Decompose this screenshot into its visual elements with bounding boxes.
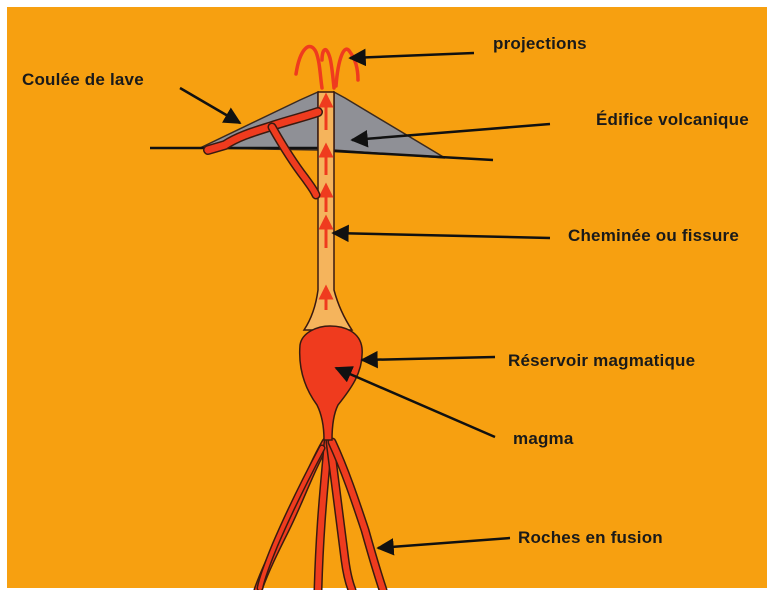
label-molten-rocks: Roches en fusion [518, 528, 663, 548]
label-magma: magma [513, 429, 574, 449]
label-lava-flow: Coulée de lave [22, 70, 144, 90]
label-volcanic-edifice: Édifice volcanique [596, 110, 749, 130]
label-chimney: Cheminée ou fissure [568, 226, 739, 246]
background-panel [7, 7, 767, 588]
label-magma-reservoir: Réservoir magmatique [508, 351, 695, 371]
label-projections: projections [493, 34, 587, 54]
